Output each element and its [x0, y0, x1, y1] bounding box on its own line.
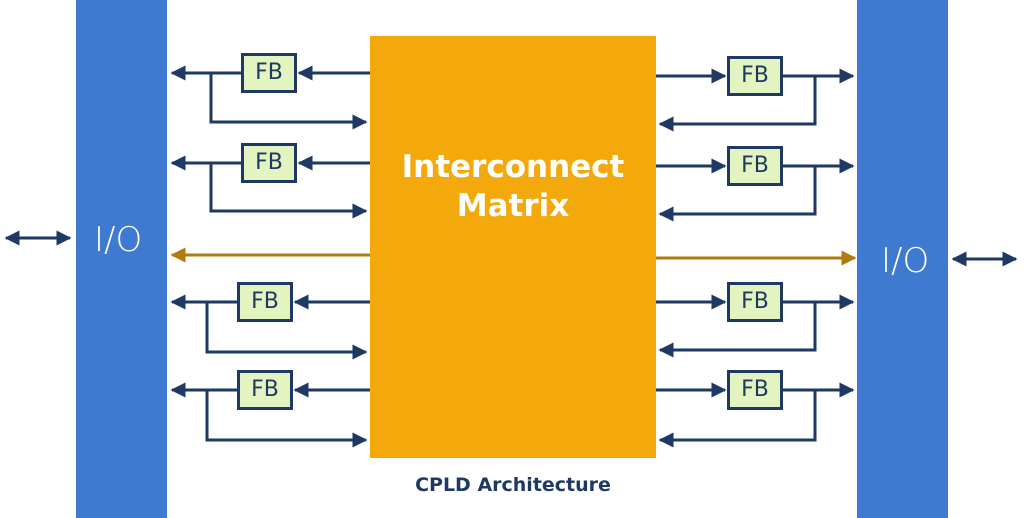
right-wire-group [656, 68, 855, 448]
feedback-arrow [658, 76, 817, 132]
feedback-arrow [658, 302, 817, 358]
diagram-caption: CPLD Architecture [415, 474, 611, 496]
io-left-bar: I/O [76, 0, 167, 518]
matrix-title-line2: Matrix [456, 188, 570, 224]
matrix-title: Interconnect Matrix [370, 148, 656, 226]
feedback-arrow [205, 390, 368, 448]
feedback-arrow [205, 302, 368, 360]
io-right-bar: I/O [857, 0, 948, 518]
feedback-arrow [658, 166, 817, 222]
feedback-arrow [209, 73, 368, 130]
function-block: FB [727, 370, 783, 410]
feedback-arrow [209, 163, 368, 219]
left-wire-group [170, 65, 370, 448]
io-left-label: I/O [94, 220, 143, 260]
matrix-title-line1: Interconnect [401, 149, 625, 185]
interconnect-matrix: Interconnect Matrix [370, 36, 656, 458]
function-block: FB [241, 53, 297, 93]
function-block: FB [241, 143, 297, 183]
feedback-arrow [658, 390, 817, 448]
function-block: FB [727, 282, 783, 322]
io-right-label: I/O [881, 241, 930, 281]
function-block: FB [727, 146, 783, 186]
function-block: FB [237, 370, 293, 410]
function-block: FB [237, 282, 293, 322]
function-block: FB [727, 56, 783, 96]
